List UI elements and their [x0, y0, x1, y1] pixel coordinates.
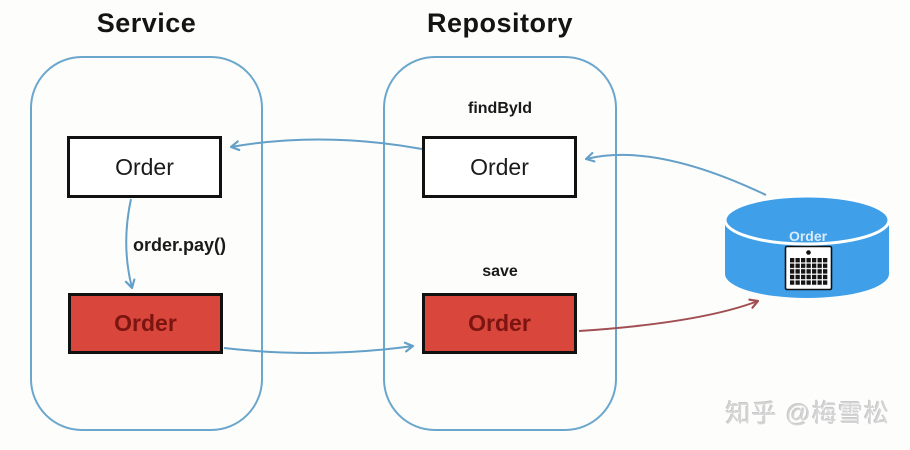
- save-label: save: [482, 263, 518, 280]
- table-grid-icon: [784, 245, 833, 291]
- repository-order-entity-modified: Order: [422, 293, 577, 354]
- database-cylinder: [723, 194, 891, 298]
- repository-order-entity: Order: [422, 136, 577, 198]
- service-title: Service: [96, 8, 197, 38]
- repository-title: Repository: [426, 8, 574, 38]
- watermark: 知乎 @梅雪松: [725, 400, 890, 428]
- database-order-label: Order: [788, 228, 828, 244]
- service-order-entity: Order: [67, 136, 222, 198]
- repository-container: [383, 56, 617, 431]
- find-by-id-label: findById: [468, 100, 532, 117]
- service-order-entity-modified: Order: [68, 293, 223, 354]
- service-container: [30, 56, 263, 431]
- order-pay-call-label: order.pay(): [133, 235, 227, 255]
